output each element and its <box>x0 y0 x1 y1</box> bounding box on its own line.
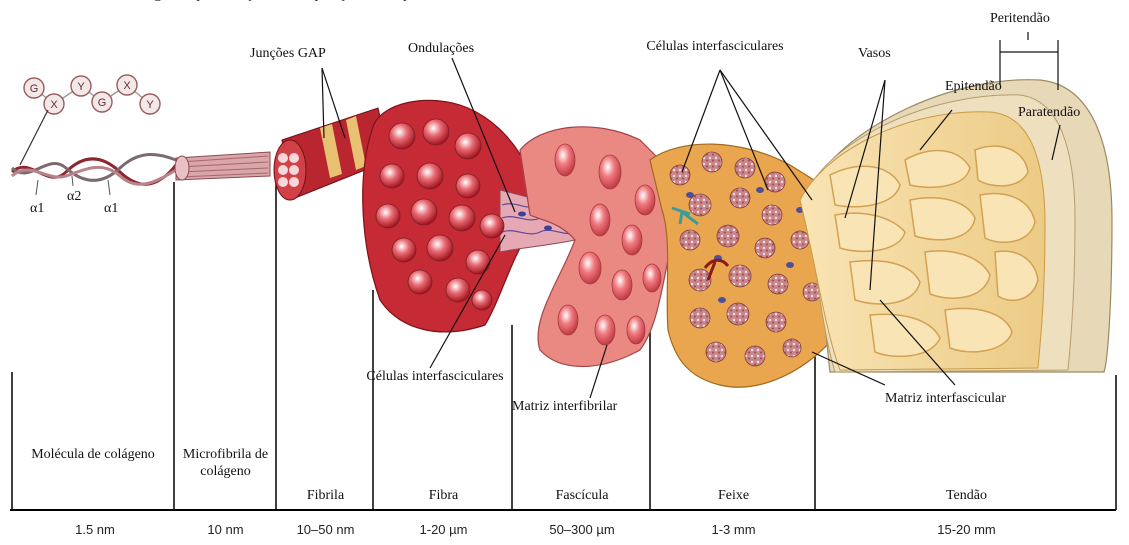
paratendon-label: Paratendão <box>1018 104 1080 121</box>
interfascicular-cells-bottom-label: Células interfasciculares <box>360 368 510 385</box>
residue-y1: Y <box>77 81 85 93</box>
residue-x1: X <box>50 99 58 111</box>
residue-g2: G <box>98 97 107 109</box>
size-molecule: 1.5 nm <box>30 522 160 537</box>
interfascicular-matrix-label: Matriz interfascicular <box>885 390 1006 407</box>
ondulations-label: Ondulações <box>408 40 474 57</box>
triple-helix <box>12 154 176 184</box>
collagen-chain <box>24 75 160 114</box>
epitendon-label: Epitendão <box>945 78 1002 95</box>
fascicle <box>520 127 669 367</box>
level-fascicle-label: Fascícula <box>514 487 650 504</box>
level-fibril-label: Fibrila <box>278 487 373 504</box>
size-tendon: 15-20 mm <box>817 522 1116 537</box>
alpha2-label: α2 <box>67 189 81 204</box>
residue-x2: X <box>123 80 131 92</box>
size-microfibril: 10 nm <box>178 522 273 537</box>
level-microfibril-label: Microfibrila de colágeno <box>178 446 273 480</box>
level-tendon-label: Tendão <box>817 487 1116 504</box>
residue-y2: Y <box>146 99 154 111</box>
size-bundle: 1-3 mm <box>652 522 815 537</box>
alpha1-left-label: α1 <box>30 201 44 216</box>
gap-junction-label: Junções GAP <box>250 45 326 62</box>
interfibrillar-matrix-label: Matriz interfibrilar <box>512 398 617 415</box>
level-bundle-label: Feixe <box>652 487 815 504</box>
level-fiber-label: Fibra <box>375 487 512 504</box>
level-molecule-label: Molécula de colágeno <box>28 446 158 463</box>
size-fibril: 10–50 nm <box>278 522 373 537</box>
microfibril <box>175 152 270 180</box>
size-fiber: 1-20 µm <box>375 522 512 537</box>
vessels-label: Vasos <box>858 45 891 62</box>
peritendon-label: Peritendão <box>990 10 1050 27</box>
tendon <box>800 80 1112 372</box>
chain-leader-line <box>20 110 48 165</box>
size-fascicle: 50–300 µm <box>514 522 650 537</box>
alpha1-right-label: α1 <box>104 201 118 216</box>
residue-g1: G <box>30 83 39 95</box>
interfascicular-cells-top-label: Células interfasciculares <box>640 38 790 55</box>
